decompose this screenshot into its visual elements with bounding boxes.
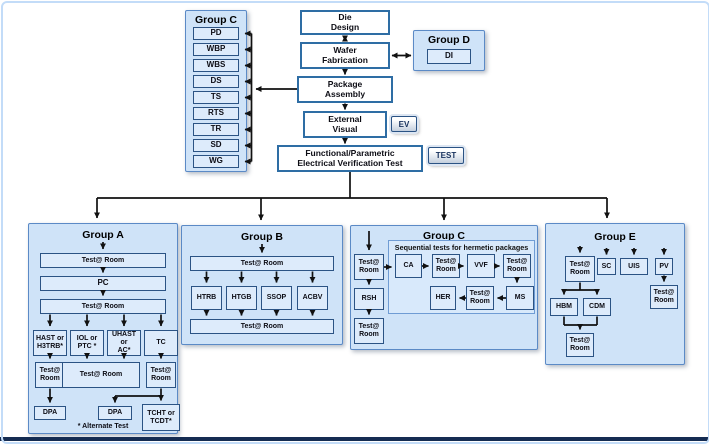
node-functional-test: Functional/Parametric Electrical Verific… (277, 145, 423, 172)
node-c-test-room-3: Test@ Room (466, 286, 494, 310)
node-a-uhast: UHAST or AC* (107, 330, 141, 356)
group-c-top-title: Group C (195, 14, 237, 26)
node-a-pc: PC (40, 276, 166, 291)
node-b-htgb: HTGB (226, 286, 257, 310)
node-c-test-room-out: Test@ Room (354, 318, 384, 344)
node-b-test-room-bottom: Test@ Room (190, 319, 334, 334)
node-e-hbm: HBM (550, 298, 578, 316)
node-e-cdm: CDM (583, 298, 611, 316)
node-a-iol: IOL or PTC * (70, 330, 104, 356)
node-rts: RTS (193, 107, 239, 120)
node-wg: WG (193, 155, 239, 168)
node-e-test-room-pv: Test@ Room (650, 285, 678, 309)
node-c-test-room-in: Test@ Room (354, 254, 384, 280)
node-a-test-room-mid: Test@ Room (62, 362, 140, 388)
group-c-bottom-title: Group C (423, 230, 465, 242)
node-e-test-room-bottom: Test@ Room (566, 333, 594, 357)
node-a-tc: TC (144, 330, 178, 356)
sequential-tests-label: Sequential tests for hermetic packages (394, 243, 529, 252)
node-a-test-room-right: Test@ Room (146, 362, 176, 388)
group-a-footnote: * Alternate Test (77, 423, 129, 430)
node-package-assembly: Package Assembly (297, 76, 393, 103)
node-c-ca: CA (395, 254, 422, 278)
node-a-test-room-2: Test@ Room (40, 299, 166, 314)
slide-bottom-bar (0, 437, 709, 441)
node-c-ms: MS (506, 286, 534, 310)
node-die-design: Die Design (300, 10, 390, 35)
node-e-uis: UIS (620, 258, 648, 275)
ev-badge: EV (391, 116, 417, 132)
node-a-tcht: TCHT or TCDT* (142, 404, 180, 431)
node-a-test-room-1: Test@ Room (40, 253, 166, 268)
node-wbs: WBS (193, 59, 239, 72)
group-e-title: Group E (594, 231, 636, 243)
node-a-hast: HAST or H3TRB* (33, 330, 67, 356)
node-b-htrb: HTRB (191, 286, 222, 310)
node-e-pv: PV (655, 258, 673, 275)
node-external-visual: External Visual (303, 111, 387, 138)
node-b-ssop: SSOP (261, 286, 292, 310)
group-a-title: Group A (82, 229, 124, 241)
node-b-acbv: ACBV (297, 286, 328, 310)
node-c-test-room-1: Test@ Room (432, 254, 460, 278)
node-tr: TR (193, 123, 239, 136)
node-ts: TS (193, 91, 239, 104)
node-c-vvf: VVF (467, 254, 495, 278)
node-e-test-room-top: Test@ Room (565, 256, 595, 282)
node-a-dpa-left: DPA (34, 406, 66, 420)
group-b-title: Group B (241, 231, 283, 243)
node-c-rsh: RSH (354, 288, 384, 310)
node-c-test-room-2: Test@ Room (503, 254, 531, 278)
node-c-her: HER (430, 286, 456, 310)
node-pd: PD (193, 27, 239, 40)
node-di: DI (427, 49, 471, 64)
node-b-test-room-top: Test@ Room (190, 256, 334, 271)
test-badge: TEST (428, 147, 464, 164)
node-sd: SD (193, 139, 239, 152)
node-wbp: WBP (193, 43, 239, 56)
node-ds: DS (193, 75, 239, 88)
node-e-sc: SC (597, 258, 616, 275)
group-d-title: Group D (428, 34, 470, 46)
node-a-dpa-right: DPA (98, 406, 132, 420)
node-wafer-fabrication: Wafer Fabrication (300, 42, 390, 69)
node-a-test-room-left: Test@ Room (35, 362, 65, 388)
